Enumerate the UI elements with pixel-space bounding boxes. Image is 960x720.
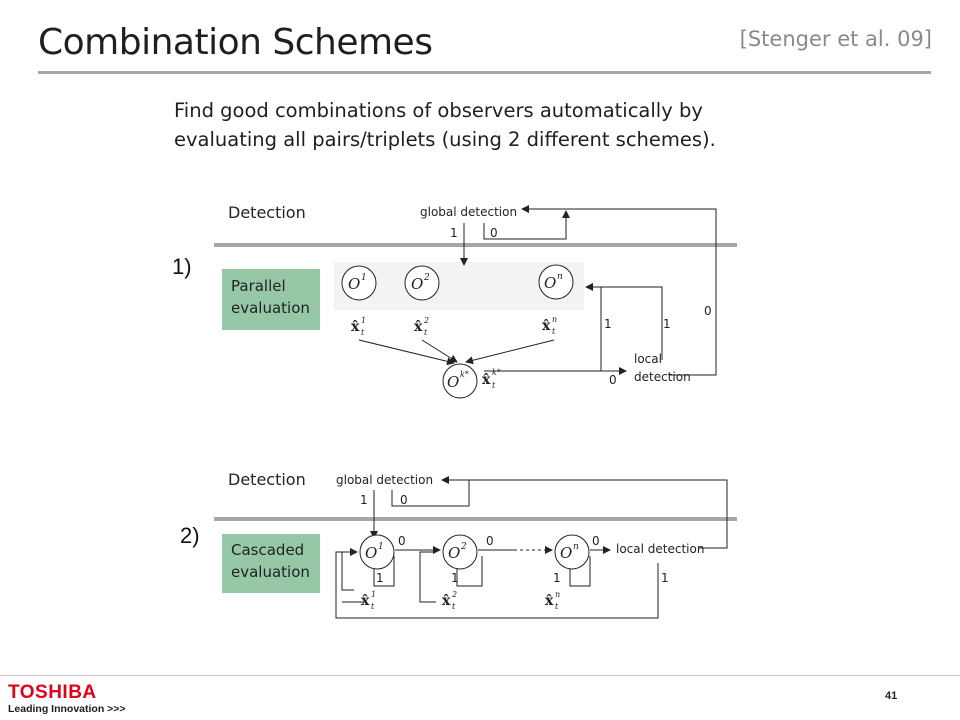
branch-n: [569, 556, 591, 587]
cascade-observer-1: [359, 534, 395, 570]
arrow-2-to-k: [421, 339, 458, 363]
intro-text: Find good combinations of observers auto…: [174, 96, 854, 154]
label-one-b: 1: [604, 317, 612, 331]
cascade-estimate-n: x̂: [545, 593, 554, 609]
page-number: 41: [885, 690, 898, 702]
cascade-estimate-2: x̂: [442, 593, 451, 609]
cascade-o2-symbol: O: [448, 544, 460, 562]
mid-loop: [419, 551, 436, 603]
outer-feedback-2: [441, 476, 728, 549]
label-zero-d: 0: [400, 493, 408, 507]
label-one-a: 1: [450, 226, 458, 240]
observer-2-sup: 2: [423, 273, 430, 283]
observer-2-node: [404, 265, 440, 301]
observer-n-symbol: O: [544, 274, 556, 292]
feedback-one-right: [585, 283, 663, 360]
label-zero-g: 0: [592, 534, 600, 548]
estimate-k: x̂: [482, 372, 491, 388]
section-divider-2: [214, 517, 737, 521]
cascade-observer-2: [442, 534, 478, 570]
observer-1-symbol: O: [348, 275, 360, 293]
cascaded-evaluation-diagram: Detection global detection 1 0 Cascaded …: [214, 428, 737, 646]
estimate-1-sup: 1: [361, 316, 366, 325]
estimate-n-sub: t: [552, 327, 556, 336]
cascade-est-2-sub: t: [452, 602, 456, 611]
observer-2-symbol: O: [411, 275, 423, 293]
box-line-2: evaluation: [231, 299, 310, 317]
section-divider: [214, 243, 737, 247]
cascade-o1-sup: 1: [378, 542, 384, 552]
title-divider: [38, 71, 931, 74]
branch-2: [456, 556, 483, 587]
observer-k-node: [442, 363, 478, 399]
cascade-on-sup: n: [573, 542, 579, 552]
global-detection-label-2: global detection: [336, 473, 433, 487]
observer-n-node: [538, 264, 574, 300]
detection-heading: Detection: [228, 203, 306, 222]
observer-k-sup: k*: [460, 370, 469, 379]
cascade-est-2-sup: 2: [451, 590, 457, 599]
estimate-n-sup: n: [552, 315, 557, 324]
label-one-g: 1: [553, 571, 561, 585]
cascade-on-symbol: O: [560, 544, 572, 562]
arrow-1-to-k: [358, 339, 455, 366]
label-one-f: 1: [451, 571, 459, 585]
observer-n-sup: n: [557, 272, 563, 282]
observer-1-sup: 1: [361, 273, 367, 283]
cascade-est-1-sup: 1: [371, 590, 376, 599]
estimate-k-sup: k*: [492, 368, 501, 377]
footer-divider: [0, 675, 960, 676]
intro-line-2: evaluating all pairs/triplets (using 2 d…: [174, 128, 716, 151]
intro-line-1: Find good combinations of observers auto…: [174, 99, 703, 122]
box2-line-2: evaluation: [231, 563, 310, 581]
scheme-1-label: 1): [172, 254, 192, 279]
brand-logo: TOSHIBA: [8, 682, 97, 703]
observer-k-symbol: O: [447, 373, 459, 391]
zero-loop-arrow: [483, 210, 570, 240]
cascade-est-n-sup: n: [555, 590, 560, 599]
local-label-1: local: [634, 352, 662, 366]
estimate-2: x̂: [414, 319, 423, 335]
brand-tagline: Leading Innovation >>>: [8, 703, 126, 715]
estimate-1: x̂: [351, 319, 360, 335]
label-one-e: 1: [376, 571, 384, 585]
box2-line-1: Cascaded: [231, 541, 304, 559]
global-detection-label: global detection: [420, 205, 517, 219]
bottom-return-loop: [335, 548, 659, 619]
estimate-2-sup: 2: [423, 316, 429, 325]
scheme-2-label: 2): [180, 523, 200, 548]
label-one-h: 1: [661, 571, 669, 585]
parallel-evaluation-box: [222, 269, 320, 330]
label-one-d: 1: [360, 493, 368, 507]
branch-1: [373, 556, 395, 587]
local-label-2: detection: [634, 370, 691, 384]
cascade-o2-sup: 2: [460, 542, 467, 552]
label-zero-b: 0: [704, 304, 712, 318]
citation: [Stenger et al. 09]: [739, 27, 932, 51]
label-zero-c: 0: [609, 373, 617, 387]
parallel-evaluation-diagram: Detection global detection 1 0 0 Paralle…: [214, 185, 737, 405]
cascade-o1-symbol: O: [365, 544, 377, 562]
cascaded-evaluation-box: [222, 534, 320, 593]
cascade-est-n-sub: t: [555, 602, 559, 611]
label-zero-e: 0: [398, 534, 406, 548]
label-one-c: 1: [663, 317, 671, 331]
label-zero-f: 0: [486, 534, 494, 548]
observer-1-node: [341, 265, 377, 301]
arrow-n-to-k: [465, 339, 555, 365]
estimate-n: x̂: [542, 318, 551, 334]
outer-feedback-arrow: [521, 205, 717, 376]
cascade-est-1-sub: t: [371, 602, 375, 611]
cascade-observer-n: [554, 534, 590, 570]
left-loop-1: [341, 551, 354, 591]
detection-heading-2: Detection: [228, 470, 306, 489]
box-line-1: Parallel: [231, 277, 286, 295]
estimate-k-sub: t: [492, 381, 496, 390]
cascade-estimate-1: x̂: [361, 593, 370, 609]
estimate-2-sub: t: [424, 328, 428, 337]
slide-title: Combination Schemes: [38, 22, 433, 63]
local-detection-label-2: local detection: [616, 542, 704, 556]
label-zero-a: 0: [490, 226, 498, 240]
estimate-1-sub: t: [361, 328, 365, 337]
